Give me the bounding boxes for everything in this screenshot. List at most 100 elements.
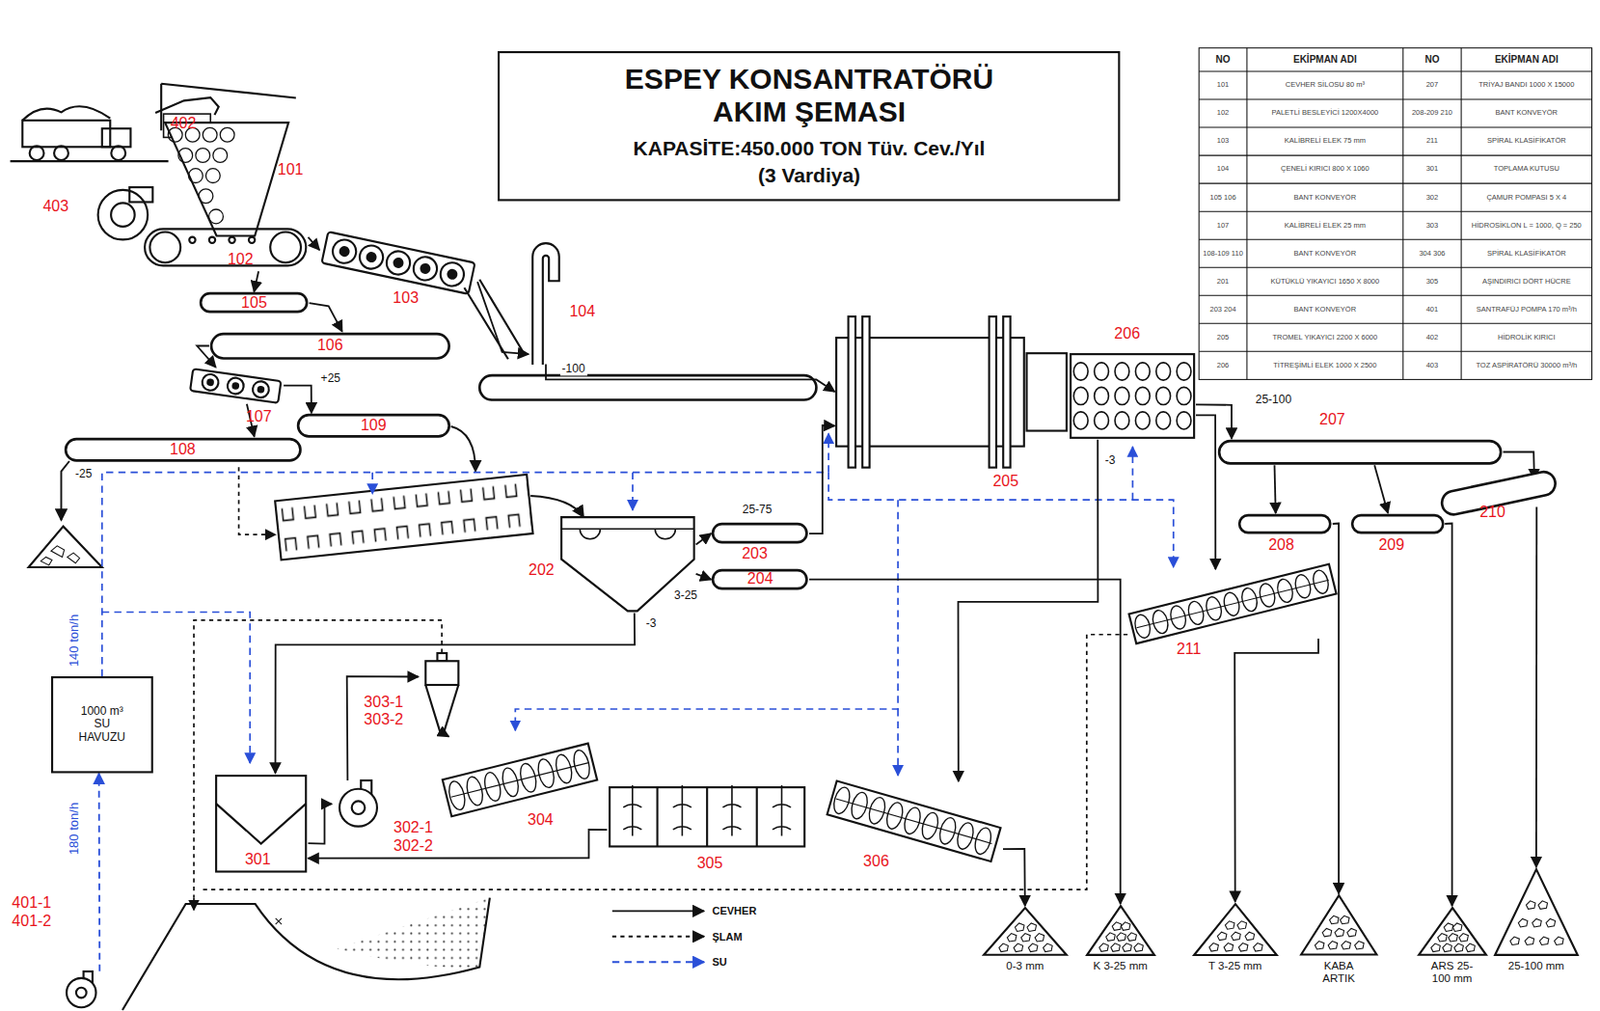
spiral-classifier-outline — [1137, 579, 1329, 628]
product-pile-outline — [1437, 933, 1447, 942]
product-pile-outline — [1238, 942, 1248, 950]
hydraulic-breaker-outline — [155, 98, 219, 116]
legend-sample — [612, 935, 705, 938]
ore-flow-line — [1195, 404, 1232, 438]
belt-conveyor: 108 — [63, 436, 303, 462]
product-pile-outline — [1443, 922, 1454, 931]
product-pile: T 3-25 mm — [1192, 901, 1279, 957]
table-cell: 301 — [1403, 155, 1462, 184]
table-cell: NO — [1198, 48, 1248, 72]
table-cell: EKİPMAN ADI — [1247, 48, 1404, 72]
table-cell: AŞINDIRICI DÖRT HÜCRE — [1461, 267, 1592, 296]
table-cell: ÇENELİ KIRICI 800 X 1060 — [1247, 155, 1404, 184]
product-pile-outline — [981, 905, 1069, 957]
log-washer — [274, 474, 533, 560]
legend-sample — [612, 909, 705, 912]
sizing-screen-outline — [189, 368, 281, 403]
ore-flow-line — [1374, 464, 1388, 514]
apron-feeder-outline — [144, 228, 306, 266]
picking-belt-outline — [1219, 440, 1501, 463]
apron-feeder-outline — [189, 236, 195, 243]
slurry-pump: 302-1 302-2 — [331, 780, 385, 828]
trommel-washer-outline — [863, 316, 870, 468]
table-cell: 211 — [1403, 127, 1462, 156]
hydrocyclone-outline — [425, 684, 459, 731]
flow-rate: 140 ton/h — [66, 614, 82, 667]
legend-text: CEVHER — [712, 904, 758, 917]
table-cell: 206 — [1198, 351, 1248, 380]
table-cell: HİDROSİKLON L = 1000, Q = 250 — [1461, 211, 1592, 240]
size-fraction-label: +25 — [319, 373, 343, 386]
ore-flow-line — [958, 439, 1099, 782]
callout-number: 108 — [169, 440, 196, 459]
ore-line — [530, 495, 584, 517]
attrition-cells-outline — [722, 785, 741, 836]
belt-conveyor-outline — [65, 438, 300, 461]
callout-number: 303-1 303-2 — [358, 693, 408, 730]
table-cell: TOPLAMA KUTUSU — [1461, 155, 1592, 184]
product-pile-outline — [1013, 943, 1024, 951]
product-pile-outline — [983, 907, 1067, 955]
product-pile-outline — [1341, 941, 1352, 950]
box-text: (3 Vardiya) — [758, 163, 861, 188]
callout-number: 205 — [992, 472, 1019, 490]
ore-flow-line — [308, 237, 321, 250]
settling-pond — [122, 897, 490, 1010]
belt-conveyor-outline — [1240, 515, 1331, 533]
table-cell: 207 — [1403, 71, 1462, 100]
table-cell: HİDROLİK KIRICI — [1461, 323, 1592, 352]
table-cell: SPİRAL KLASİFİKATÖR — [1461, 239, 1592, 268]
product-pile-outline — [1525, 900, 1536, 909]
product-pile-outline — [1192, 901, 1279, 957]
centrifugal-pump: 401-1 401-2 — [58, 971, 105, 1008]
product-pile-outline — [1328, 916, 1339, 924]
product-pile-outline — [1492, 867, 1580, 957]
sizing-screen-outline — [231, 380, 241, 390]
sizing-screen-outline — [189, 368, 281, 403]
product-pile-outline — [1245, 931, 1255, 940]
picking-belt-outline — [1217, 438, 1503, 465]
spiral-classifier-outline — [451, 761, 590, 797]
spiral-classifier-outline — [1129, 564, 1337, 644]
callout-number: 207 — [1319, 410, 1346, 429]
ore-silo-outline — [203, 127, 218, 142]
spiral-classifier-outline — [442, 742, 597, 816]
product-label: 25-100 mm — [1505, 959, 1567, 973]
truck — [29, 145, 45, 161]
ore-flow-line — [308, 829, 608, 859]
apron-feeder-outline — [229, 236, 236, 243]
hydrocyclone-outline — [418, 652, 466, 733]
table-cell: 302 — [1403, 183, 1462, 212]
table-cell: TRİYAJ BANDI 1000 X 15000 — [1461, 71, 1592, 100]
belt-conveyor: 109 — [296, 412, 452, 438]
sizing-screen-outline — [187, 367, 285, 405]
ore-flow-line — [1195, 414, 1216, 570]
product-pile-outline — [1217, 931, 1227, 940]
ore-silo-outline — [178, 147, 193, 163]
table-cell: 401 — [1403, 295, 1462, 324]
table-cell: 304 306 — [1403, 239, 1462, 268]
vibrating-screen-outline — [1093, 411, 1109, 430]
vibrating-screen-outline — [1073, 386, 1088, 405]
ore-flow-line — [477, 281, 529, 354]
product-pile-outline — [1115, 932, 1126, 941]
product-pile-outline — [1494, 868, 1578, 955]
chute — [463, 279, 522, 359]
attrition-cells-outline — [655, 786, 658, 846]
callout-number: 105 — [241, 294, 268, 312]
product-pile: ARS 25-100 mm — [1416, 905, 1489, 957]
grizzly-screen-outline — [357, 244, 386, 272]
truck — [22, 120, 110, 147]
water-line — [1132, 446, 1135, 500]
belt-conveyor-outline — [713, 569, 808, 589]
table-cell: SPİRAL KLASİFİKATÖR — [1461, 127, 1592, 156]
ore-silo-outline — [209, 209, 224, 224]
ore-silo-outline — [162, 120, 291, 239]
attrition-cells-outline — [772, 785, 791, 836]
attrition-cells-outline — [623, 785, 642, 836]
product-pile-outline — [1084, 903, 1157, 957]
ore-silo-outline — [213, 147, 228, 163]
belt-conveyor-outline — [1352, 515, 1443, 533]
vibrating-screen-outline — [1114, 411, 1130, 430]
sizing-screen-outline — [256, 384, 266, 394]
